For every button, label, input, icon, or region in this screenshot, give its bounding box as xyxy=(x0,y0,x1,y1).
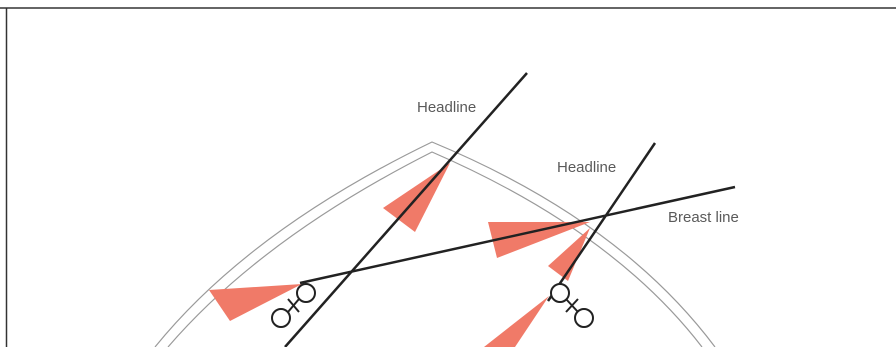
headline-line-1 xyxy=(284,72,528,347)
wedge-right-upper xyxy=(548,228,590,281)
bollard-icon xyxy=(550,283,594,328)
breast-line xyxy=(299,185,736,285)
breast-line-label: Breast line xyxy=(668,209,739,226)
dock-boundary-outer xyxy=(154,141,716,347)
wedge-left xyxy=(209,284,302,321)
wedge-bottom xyxy=(484,296,549,347)
wedge-center xyxy=(488,222,590,258)
dock-boundary-inner xyxy=(167,151,703,347)
bollard-icon xyxy=(271,283,316,328)
headline-line-2 xyxy=(546,142,657,302)
headline-label-2: Headline xyxy=(557,159,616,176)
headline-label-1: Headline xyxy=(417,99,476,116)
